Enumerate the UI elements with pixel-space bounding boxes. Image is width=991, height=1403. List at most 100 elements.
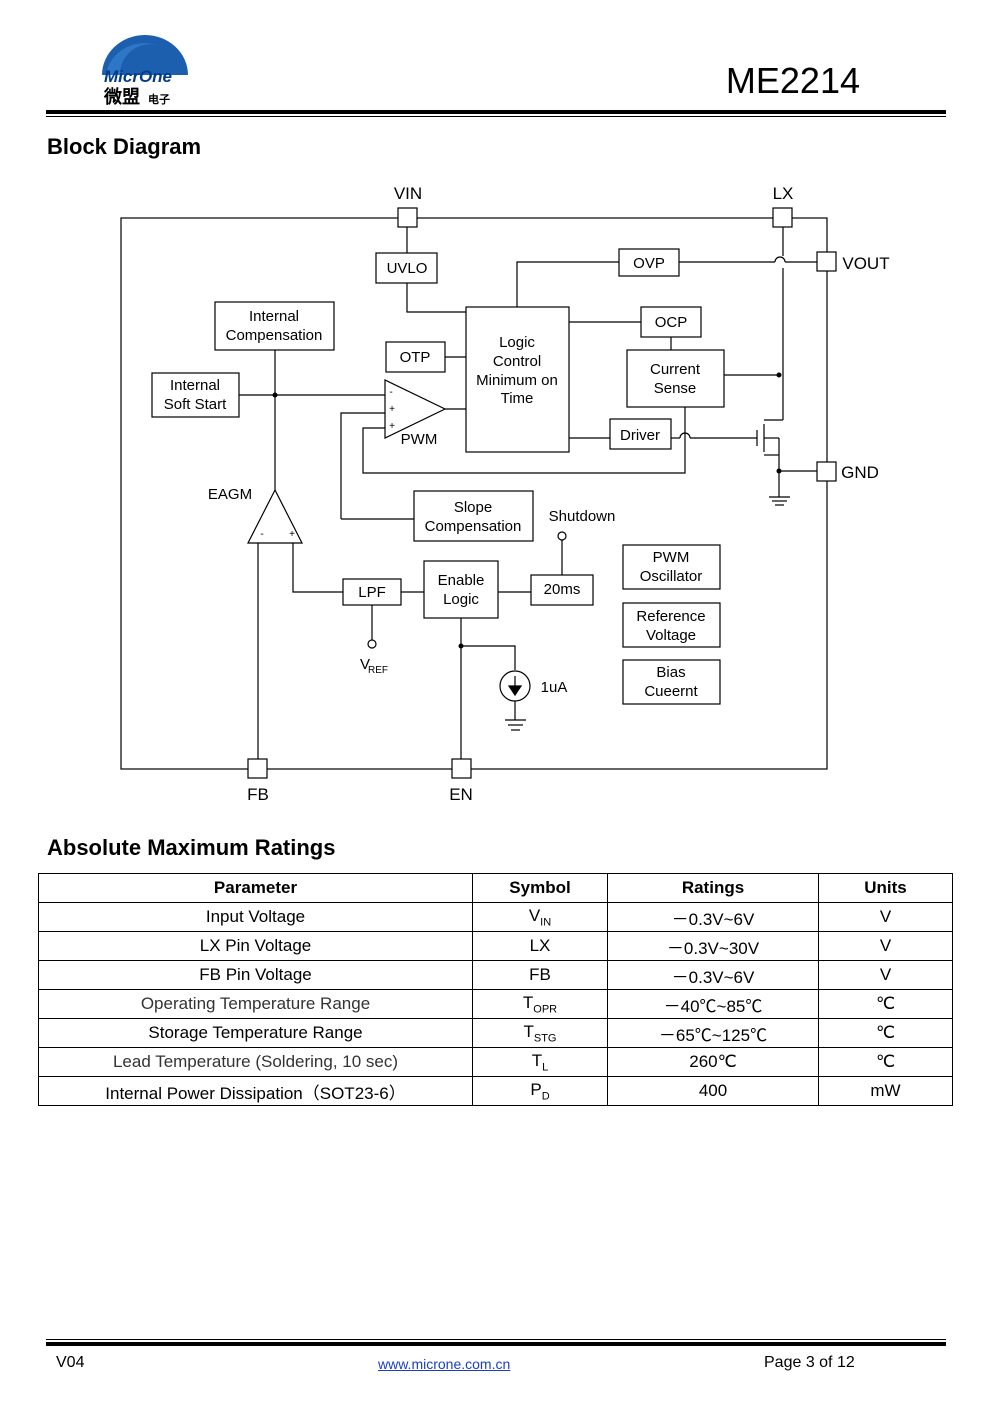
cell-unit: ℃: [818, 1018, 953, 1048]
pin-gnd-box: [816, 461, 837, 482]
ratings-heading: Absolute Maximum Ratings: [47, 835, 336, 860]
ovp-label: OVP: [633, 255, 665, 272]
svg-text:-: -: [260, 529, 263, 540]
cell-symbol: PD: [472, 1076, 608, 1106]
bias-label-1: Bias: [656, 664, 685, 681]
current-sense-label-2: Sense: [654, 380, 697, 397]
slope-comp-block: [413, 490, 534, 542]
ref-voltage-block: [622, 602, 721, 648]
cell-unit: ℃: [818, 1047, 953, 1077]
pin-fb-label: FB: [247, 785, 269, 804]
internal-comp-label-1: Internal: [249, 308, 299, 325]
pin-en-label: EN: [449, 785, 473, 804]
cell-rating: 260℃: [607, 1047, 819, 1077]
cell-parameter: LX Pin Voltage: [38, 931, 473, 961]
pin-lx-box: [772, 207, 793, 228]
cell-symbol: TOPR: [472, 989, 608, 1019]
chip-outline: [120, 217, 828, 770]
eagm-label: EAGM: [208, 486, 252, 503]
current-1ua-label: 1uA: [541, 679, 568, 696]
cell-unit: V: [818, 902, 953, 932]
table-row: Input Voltage VIN －0.3V~6V V: [38, 902, 953, 932]
pin-vout-label: VOUT: [842, 254, 889, 273]
driver-block: [609, 418, 672, 450]
block-diagram: VIN LX VOUT GND FB EN UVLO OVP OCP OTP I…: [120, 184, 890, 804]
pin-vout-box: [816, 251, 837, 272]
footer-rule-thick: [46, 1342, 946, 1346]
pwm-osc-label-2: Oscillator: [640, 568, 703, 585]
header-symbol: Symbol: [472, 873, 608, 903]
svg-text:+: +: [389, 421, 395, 432]
cell-unit: V: [818, 931, 953, 961]
current-sense-label-1: Current: [650, 361, 701, 378]
enable-logic-block: [423, 560, 499, 619]
footer-rule-thin: [46, 1339, 946, 1340]
pin-vin-box: [397, 207, 418, 228]
logic-label-2: Control: [493, 353, 541, 370]
header-ratings: Ratings: [607, 873, 819, 903]
lpf-label: LPF: [358, 584, 386, 601]
logo-text-cn-small: 电子: [148, 92, 170, 106]
logic-label-3: Minimum on: [476, 372, 558, 389]
svg-text:+: +: [389, 404, 395, 415]
table-row: Operating Temperature Range TOPR －40℃~85…: [38, 989, 953, 1019]
driver-label: Driver: [620, 427, 660, 444]
bias-current-block: [622, 659, 721, 705]
pin-lx-label: LX: [773, 184, 794, 203]
shutdown-label: Shutdown: [549, 508, 616, 525]
pwm-osc-block: [622, 544, 721, 590]
current-sense-block: [626, 349, 725, 408]
header-rule-thick: [46, 110, 946, 114]
cell-parameter: Input Voltage: [38, 902, 473, 932]
header-rule-thin: [46, 116, 946, 117]
cell-rating: －0.3V~6V: [607, 902, 819, 932]
cell-symbol: TSTG: [472, 1018, 608, 1048]
slope-comp-label-1: Slope: [454, 499, 492, 516]
cell-unit: ℃: [818, 989, 953, 1019]
soft-start-label-2: Soft Start: [164, 396, 227, 413]
pin-gnd-label: GND: [841, 463, 879, 482]
bias-label-2: Cueernt: [644, 683, 698, 700]
enable-logic-label-2: Logic: [443, 591, 479, 608]
footer-url-link[interactable]: www.microne.com.cn: [378, 1356, 511, 1372]
footer-page-number: Page 3 of 12: [764, 1354, 855, 1371]
microne-logo: MicrOne 微盟 电子: [100, 30, 190, 108]
table-row: Lead Temperature (Soldering, 10 sec) TL …: [38, 1047, 953, 1077]
svg-text:+: +: [289, 529, 295, 540]
cell-rating: －0.3V~30V: [607, 931, 819, 961]
part-number: ME2214: [725, 60, 860, 101]
pin-vin-label: VIN: [394, 184, 422, 203]
ref-voltage-label-2: Voltage: [646, 627, 696, 644]
pwm-osc-label-1: PWM: [653, 549, 690, 566]
block-diagram-heading: Block Diagram: [47, 134, 202, 159]
cell-unit: mW: [818, 1076, 953, 1106]
table-row: Storage Temperature Range TSTG －65℃~125℃…: [38, 1018, 953, 1048]
logo-text-cn: 微盟: [103, 86, 140, 107]
logic-label-4: Time: [501, 390, 534, 407]
uvlo-label: UVLO: [387, 260, 428, 277]
cell-parameter: Storage Temperature Range: [38, 1018, 473, 1048]
svg-text:-: -: [389, 387, 392, 398]
cell-parameter: FB Pin Voltage: [38, 960, 473, 990]
pin-fb-box: [247, 758, 268, 779]
pwm-comparator: [384, 379, 447, 439]
cell-parameter: Internal Power Dissipation（SOT23-6）: [38, 1076, 473, 1106]
ref-voltage-label-1: Reference: [636, 608, 705, 625]
cell-symbol: LX: [472, 931, 608, 961]
vref-sub-label: REF: [368, 665, 388, 676]
internal-comp-label-2: Compensation: [226, 327, 323, 344]
cell-symbol: FB: [472, 960, 608, 990]
cell-rating: －40℃~85℃: [607, 989, 819, 1019]
logo-text-en: MicrOne: [104, 67, 172, 86]
table-header-row: Parameter Symbol Ratings Units: [38, 873, 953, 903]
cell-rating: －0.3V~6V: [607, 960, 819, 990]
eagm-amplifier: [247, 488, 303, 544]
pin-en-box: [451, 758, 472, 779]
footer-version: V04: [56, 1354, 85, 1371]
table-row: Internal Power Dissipation（SOT23-6） PD 4…: [38, 1076, 953, 1106]
vref-label: V: [360, 656, 370, 673]
otp-label: OTP: [400, 349, 431, 366]
cell-symbol: TL: [472, 1047, 608, 1077]
cell-parameter: Operating Temperature Range: [38, 989, 473, 1019]
table-row: LX Pin Voltage LX －0.3V~30V V: [38, 931, 953, 961]
